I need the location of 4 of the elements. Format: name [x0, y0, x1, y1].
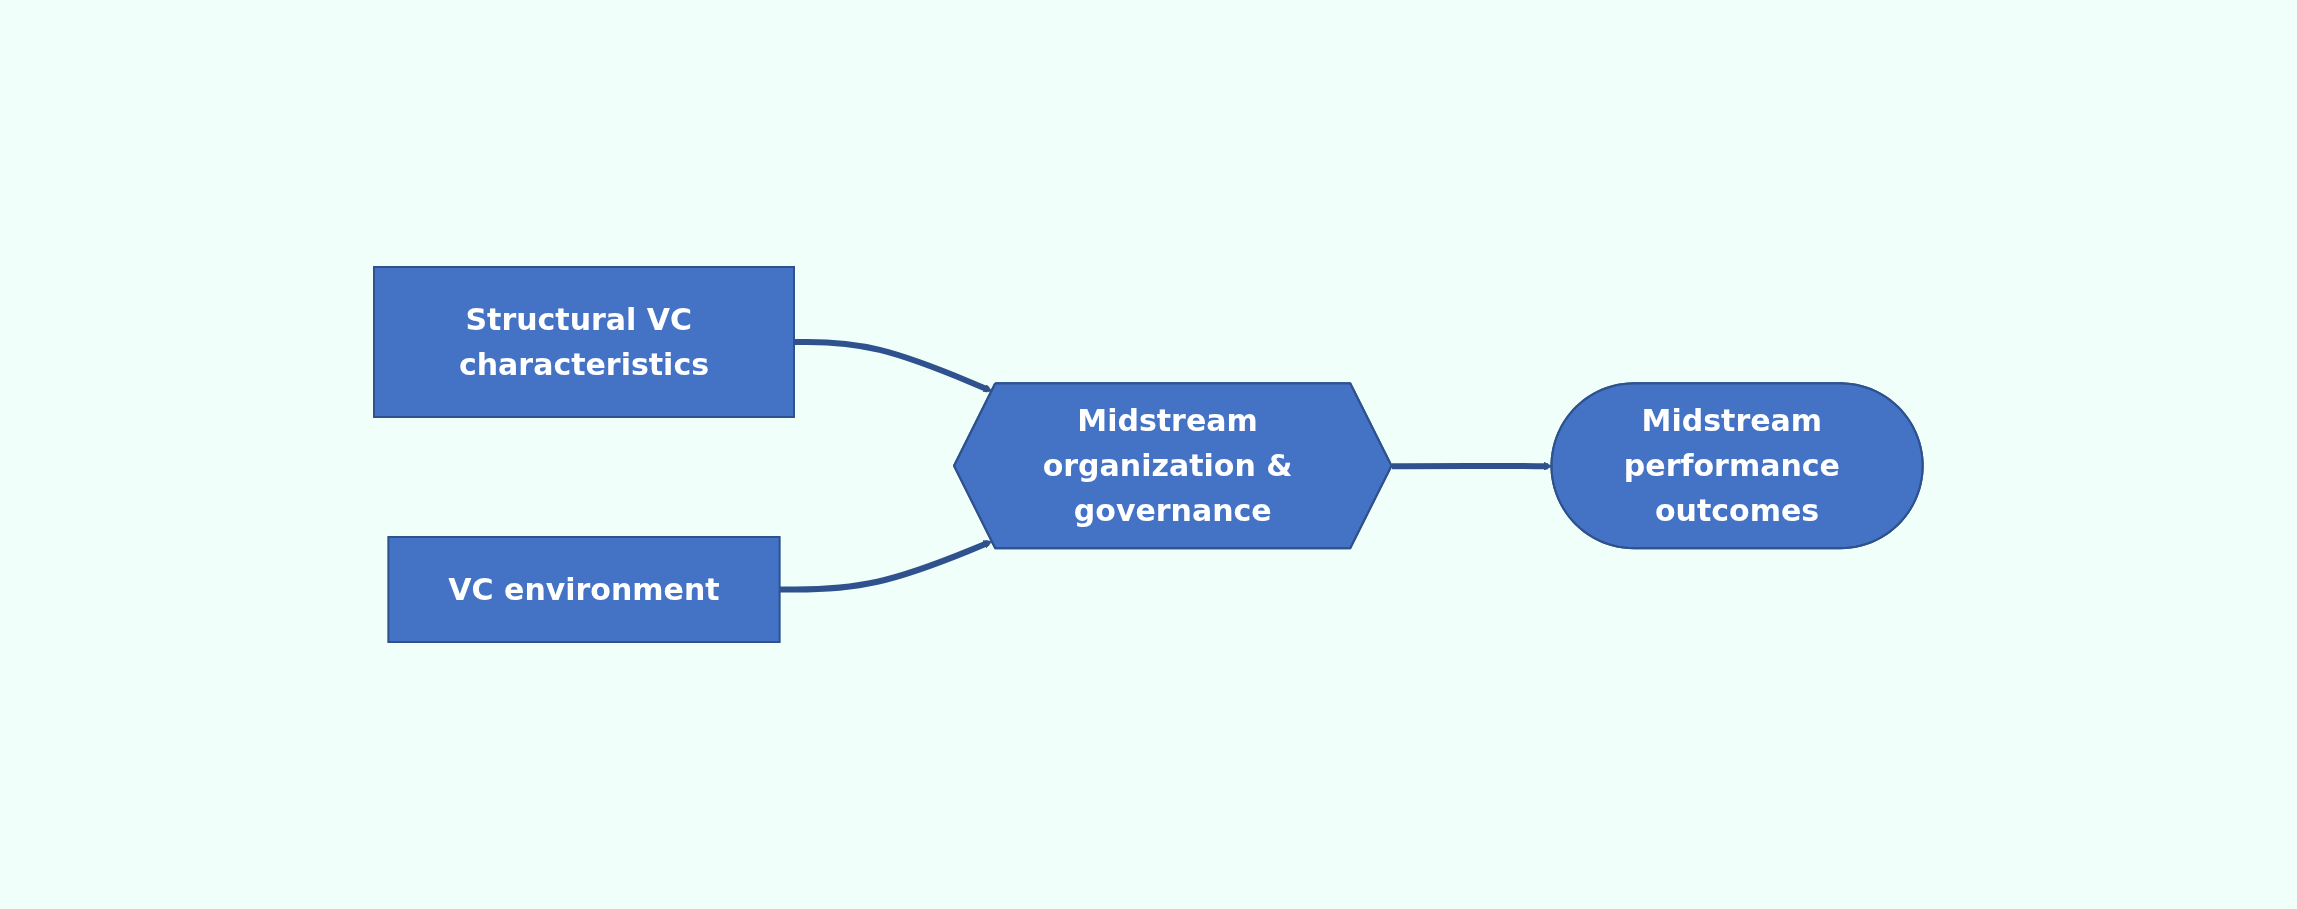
node-box: Structural VC characteristics — [373, 266, 796, 418]
arrow — [794, 339, 993, 393]
arrow — [779, 540, 993, 593]
node-box: VC environment — [387, 536, 781, 643]
